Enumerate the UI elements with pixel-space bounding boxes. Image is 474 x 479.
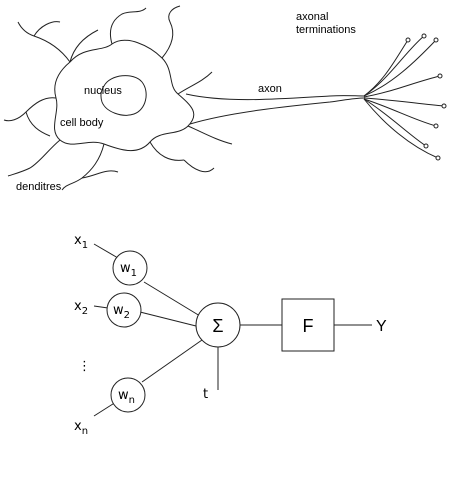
input-ellipsis: ⋮ [78, 359, 91, 374]
biological-neuron: nucleus cell body denditres axon axonal … [3, 5, 447, 193]
weight-node-n [110, 377, 146, 413]
weight-node-2 [106, 292, 142, 328]
dendrites-label: denditres [16, 181, 62, 193]
axon-label: axon [258, 83, 282, 95]
weight-label-2: w2 [113, 303, 130, 321]
nucleus-outline [100, 75, 147, 116]
activation-label: F [303, 316, 314, 336]
threshold-label: t [203, 387, 208, 402]
input-lines [93, 243, 119, 417]
cell-body-outline [54, 39, 195, 151]
nucleus-label: nucleus [84, 85, 122, 97]
weight-node-1 [112, 250, 148, 286]
input-label-2: x2 [74, 299, 88, 317]
input-label-n: xn [74, 419, 88, 437]
weight-label-n: wn [118, 388, 135, 406]
summation-symbol: Σ [212, 316, 223, 336]
axon [185, 93, 365, 125]
artificial-neuron: x1 x2 ⋮ xn w1 w2 wn Σ t F Y [74, 233, 387, 437]
cell-body-label: cell body [60, 117, 104, 129]
axonal-terminations-label-line1: axonal [296, 11, 328, 23]
axonal-terminations [363, 33, 447, 161]
weight-label-1: w1 [120, 261, 137, 279]
output-label: Y [376, 318, 387, 335]
input-label-1: x1 [74, 233, 88, 251]
dendrites [3, 5, 233, 191]
weight-lines [139, 281, 203, 383]
axonal-terminations-label-line2: terminations [296, 24, 356, 36]
